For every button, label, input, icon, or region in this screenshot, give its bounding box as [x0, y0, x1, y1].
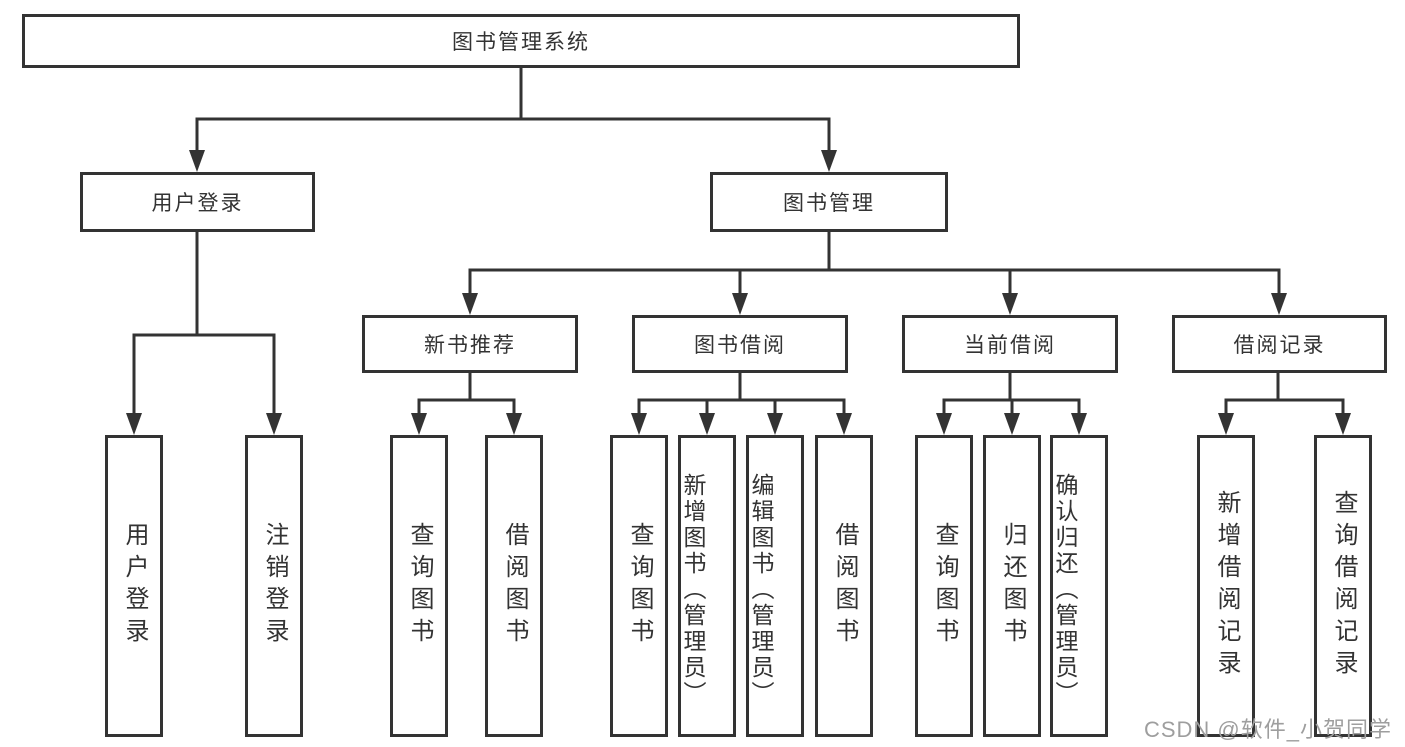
leaf-return-books: 归还图书: [983, 435, 1041, 737]
leaf-label: 编辑图书（管理员）: [748, 472, 774, 707]
node-book-management: 图书管理: [710, 172, 948, 232]
node-label: 图书管理系统: [452, 31, 590, 54]
leaf-label: 归还图书: [999, 522, 1026, 650]
arrowhead-icon: [767, 413, 783, 435]
arrowhead-icon: [631, 413, 647, 435]
arrowhead-icon: [189, 150, 205, 172]
arrowhead-icon: [1271, 293, 1287, 315]
leaf-label: 查询图书: [406, 522, 433, 650]
leaf-label: 借阅图书: [501, 522, 528, 650]
leaf-logout: 注销登录: [245, 435, 303, 737]
leaf-query-books-recommend: 查询图书: [390, 435, 448, 737]
arrowhead-icon: [266, 413, 282, 435]
node-label: 新书推荐: [424, 334, 516, 357]
node-user-login: 用户登录: [80, 172, 315, 232]
leaf-label: 新增借阅记录: [1213, 490, 1240, 682]
arrowhead-group: [126, 150, 1351, 435]
leaf-label: 查询图书: [931, 522, 958, 650]
node-label: 当前借阅: [964, 334, 1056, 357]
csdn-watermark: CSDN @软件_小贺同学: [1143, 717, 1392, 742]
leaf-label: 查询借阅记录: [1330, 490, 1357, 682]
arrowhead-icon: [1335, 413, 1351, 435]
leaf-label: 确认归还（管理员）: [1052, 472, 1078, 707]
leaf-confirm-return-admin: 确认归还（管理员）: [1050, 435, 1108, 737]
arrowhead-icon: [506, 413, 522, 435]
node-new-book-recommend: 新书推荐: [362, 315, 578, 373]
node-borrow-records: 借阅记录: [1172, 315, 1387, 373]
node-book-borrowing: 图书借阅: [632, 315, 848, 373]
leaf-label: 查询图书: [626, 522, 653, 650]
arrowhead-icon: [462, 293, 478, 315]
leaf-label: 用户登录: [121, 522, 148, 650]
leaf-query-books-current: 查询图书: [915, 435, 973, 737]
leaf-label: 新增图书（管理员）: [680, 472, 706, 707]
leaf-label: 借阅图书: [831, 522, 858, 650]
arrowhead-icon: [836, 413, 852, 435]
arrowhead-icon: [699, 413, 715, 435]
leaf-borrow-books-borrowing: 借阅图书: [815, 435, 873, 737]
node-label: 借阅记录: [1233, 334, 1326, 357]
arrowhead-icon: [821, 150, 837, 172]
arrowhead-icon: [126, 413, 142, 435]
arrowhead-icon: [1002, 293, 1018, 315]
leaf-edit-books-admin: 编辑图书（管理员）: [746, 435, 804, 737]
node-library-management-system: 图书管理系统: [22, 14, 1020, 68]
node-label: 图书借阅: [694, 334, 786, 357]
leaf-query-books-borrowing: 查询图书: [610, 435, 668, 737]
leaf-add-books-admin: 新增图书（管理员）: [678, 435, 736, 737]
arrowhead-icon: [1218, 413, 1234, 435]
arrowhead-icon: [411, 413, 427, 435]
leaf-query-borrow-record: 查询借阅记录: [1314, 435, 1372, 737]
arrowhead-icon: [1004, 413, 1020, 435]
leaf-add-borrow-record: 新增借阅记录: [1197, 435, 1255, 737]
node-label: 用户登录: [151, 192, 244, 215]
node-label: 图书管理: [783, 192, 875, 215]
arrowhead-icon: [1071, 413, 1087, 435]
node-current-borrowing: 当前借阅: [902, 315, 1118, 373]
leaf-borrow-books-recommend: 借阅图书: [485, 435, 543, 737]
leaf-user-login: 用户登录: [105, 435, 163, 737]
arrowhead-icon: [732, 293, 748, 315]
arrowhead-icon: [936, 413, 952, 435]
leaf-label: 注销登录: [261, 522, 288, 650]
